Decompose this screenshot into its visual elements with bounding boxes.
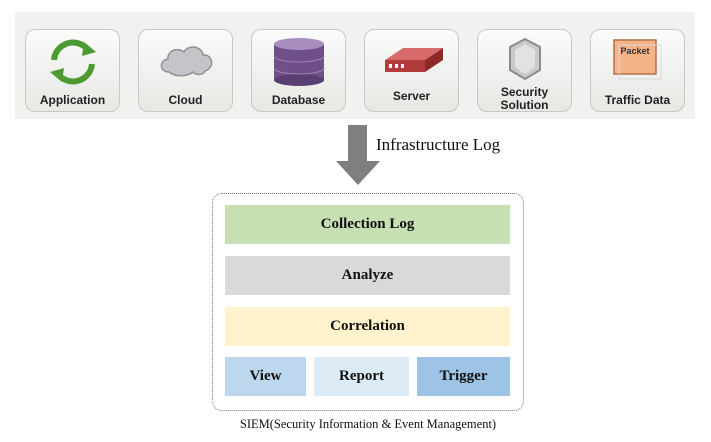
analyze-layer: Analyze (225, 256, 510, 295)
source-label: Database (271, 93, 326, 107)
down-arrow-icon (336, 125, 380, 185)
source-systems-bar: Application Cloud Database Server (15, 12, 695, 119)
correlation-label: Correlation (330, 318, 405, 334)
shield-icon (509, 37, 541, 81)
collection-log-label: Collection Log (320, 216, 415, 232)
collection-log-layer: Collection Log (225, 205, 510, 244)
source-tile-cloud: Cloud (138, 29, 233, 112)
packet-icon-text: Packet (620, 46, 649, 56)
trigger-output: Trigger (417, 357, 510, 396)
source-label: Server (392, 89, 431, 103)
source-tile-security-solution: Security Solution (477, 29, 572, 112)
report-label: Report (339, 368, 384, 384)
view-output: View (225, 357, 306, 396)
server-icon (385, 48, 443, 72)
view-label: View (249, 368, 282, 384)
siem-container (212, 193, 524, 411)
cloud-icon (160, 46, 213, 77)
refresh-cycle-icon (50, 39, 96, 85)
source-label: Traffic Data (604, 93, 671, 107)
source-label: Application (39, 93, 106, 107)
packet-icon: Packet (613, 39, 662, 80)
trigger-label: Trigger (439, 368, 488, 384)
source-tile-traffic-data: Packet Traffic Data (590, 29, 685, 112)
source-tile-server: Server (364, 29, 459, 112)
correlation-layer: Correlation (225, 307, 510, 346)
database-icon (273, 38, 325, 86)
siem-caption: SIEM(Security Information & Event Manage… (239, 417, 497, 431)
source-tile-application: Application (25, 29, 120, 112)
analyze-label: Analyze (341, 267, 394, 283)
report-output: Report (314, 357, 409, 396)
infrastructure-log-label: Infrastructure Log (376, 135, 501, 154)
source-label-line2: Solution (500, 98, 549, 112)
source-tile-database: Database (251, 29, 346, 112)
source-label: Cloud (168, 93, 203, 107)
source-label-line1: Security (500, 85, 549, 99)
